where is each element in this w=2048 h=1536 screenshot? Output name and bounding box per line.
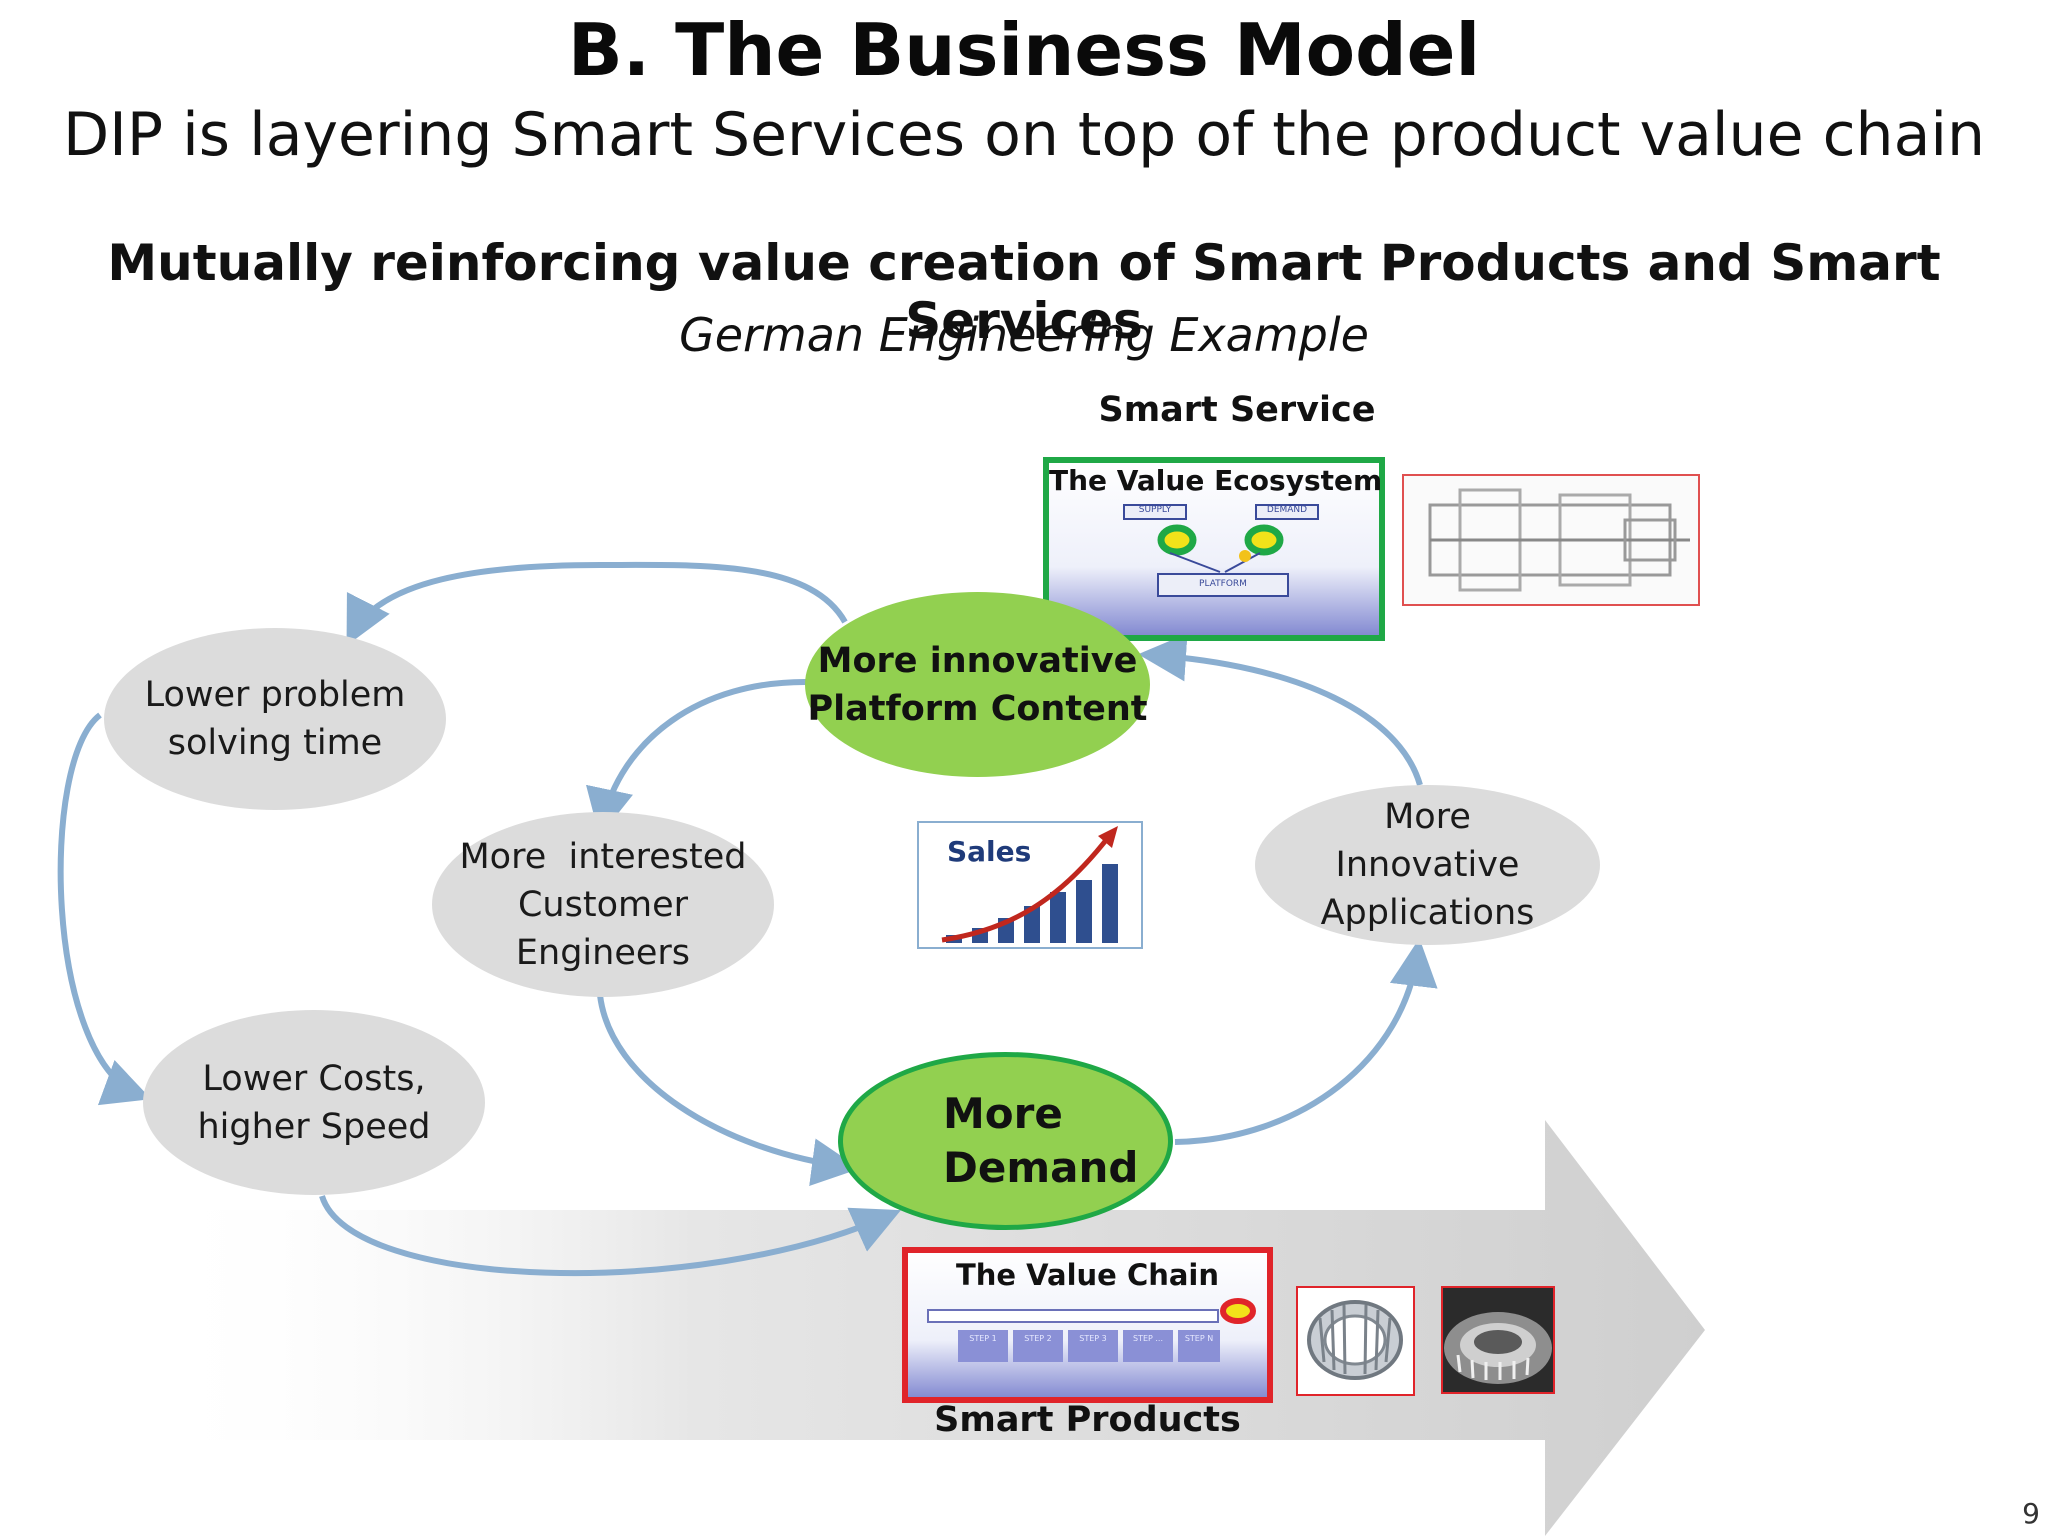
arrow-lower-problem-to-lower-costs	[57, 712, 152, 1105]
node-lower-costs-higher-speed: Lower Costs,higher Speed	[143, 1010, 485, 1195]
arrow-platform-to-lower-problem	[346, 561, 848, 646]
arrow-demand-to-apps	[1174, 938, 1438, 1145]
section-heading: Mutually reinforcing value creation of S…	[107, 234, 1941, 350]
slide-subtitle: DIP is layering Smart Services on top of…	[62, 100, 1986, 170]
sales-chart-image	[917, 821, 1143, 949]
arrow-engineers-to-demand	[597, 994, 860, 1187]
arrow-platform-to-engineers	[586, 678, 811, 837]
step-label: STEP 1	[969, 1334, 997, 1343]
smart-service-label: Smart Service	[1098, 390, 1376, 430]
step-label: STEP ...	[1132, 1334, 1163, 1343]
page-number: 9	[2022, 1497, 2040, 1530]
supply-label: SUPPLY	[1138, 505, 1172, 515]
step-label: STEP 2	[1024, 1334, 1052, 1343]
arrow-apps-to-platform	[1138, 633, 1423, 786]
slide-title: B. The Business Model	[567, 8, 1481, 92]
machine-drawing-image	[1402, 474, 1700, 606]
step-label: STEP 3	[1079, 1334, 1107, 1343]
roller-bearing-image	[1441, 1286, 1555, 1394]
value-chain-title: The Value Chain	[955, 1258, 1220, 1292]
demand-label: DEMAND	[1266, 505, 1308, 515]
smart-products-label: Smart Products	[934, 1400, 1241, 1440]
needle-bearing-image	[1296, 1286, 1415, 1396]
value-ecosystem-title: The Value Ecosystem	[1049, 464, 1383, 497]
step-label: STEP N	[1184, 1334, 1214, 1343]
arrow-lower-costs-to-demand	[319, 1195, 901, 1277]
section-subheading: German Engineering Example	[679, 308, 1369, 362]
value-chain-box	[902, 1247, 1273, 1403]
sales-label: Sales	[947, 835, 1032, 868]
value-ecosystem-box	[1043, 457, 1385, 641]
platform-label: PLATFORM	[1199, 579, 1247, 589]
